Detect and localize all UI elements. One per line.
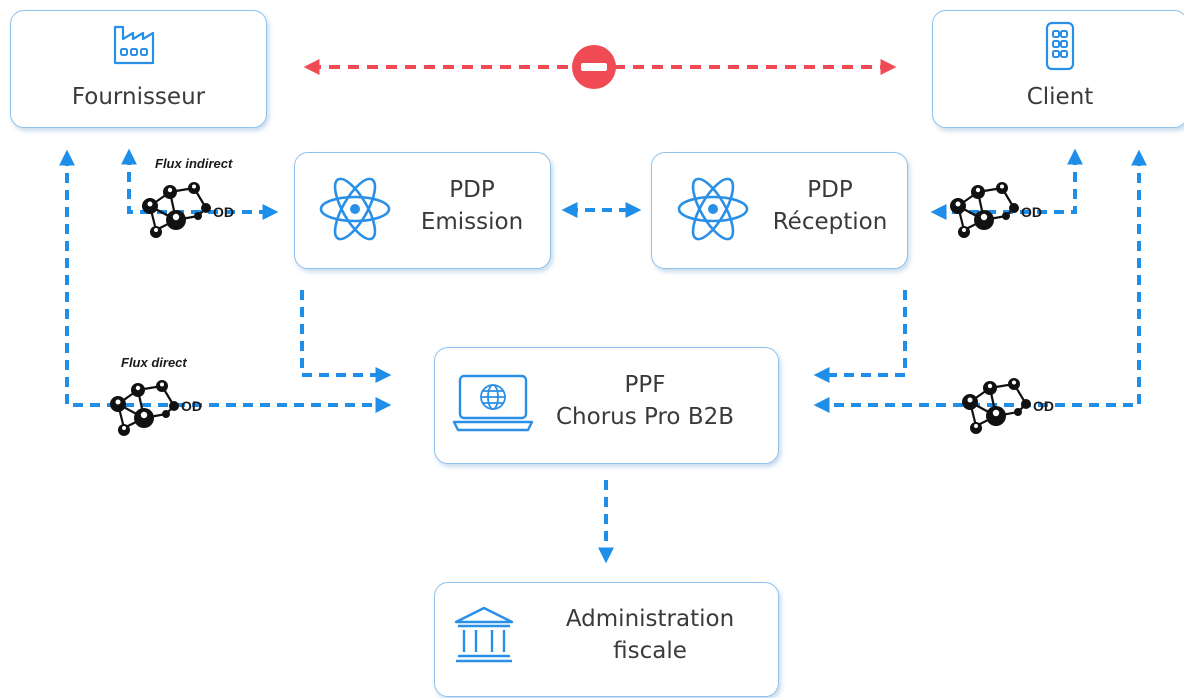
od-label: OD [1033,398,1054,414]
flux-indirect-label: Flux indirect [155,156,233,171]
od-label: OD [213,204,234,220]
node-ppf-line2: Chorus Pro B2B [555,404,735,430]
od-label: OD [181,398,202,414]
atom-icon [677,177,749,241]
factory-icon [113,25,155,65]
network-people-icon [950,182,1019,238]
arrow-client-direct [813,149,1147,413]
od-label: OD [1021,204,1042,220]
flux-direct-label: Flux direct [121,355,187,370]
node-pdp-emission [294,152,551,269]
node-ppf [434,347,779,464]
node-pdp-emission-line2: Emission [420,209,524,235]
node-administration-line1: Administration [565,606,735,632]
node-fournisseur-label: Fournisseur [71,84,206,110]
node-fournisseur [10,10,267,128]
node-pdp-reception-line2: Réception [772,209,888,235]
node-pdp-reception [651,152,908,269]
no-entry-icon [572,45,616,89]
network-people-icon [110,380,179,436]
node-administration-line2: fiscale [613,638,687,664]
arrow-pdp-reception-to-ppf [813,290,907,383]
arrow-fournisseur-direct [59,149,392,413]
node-client-label: Client [1026,84,1094,110]
node-pdp-emission-line1: PDP [449,177,495,203]
network-people-icon [142,182,211,238]
laptop-globe-icon [452,374,534,432]
atom-icon [319,177,391,241]
building-icon [1045,21,1075,71]
node-ppf-line1: PPF [624,372,666,398]
network-people-icon [962,378,1031,434]
bank-icon [454,606,514,663]
node-pdp-reception-line1: PDP [807,177,853,203]
arrow-pdp-emission-to-ppf [300,290,392,383]
